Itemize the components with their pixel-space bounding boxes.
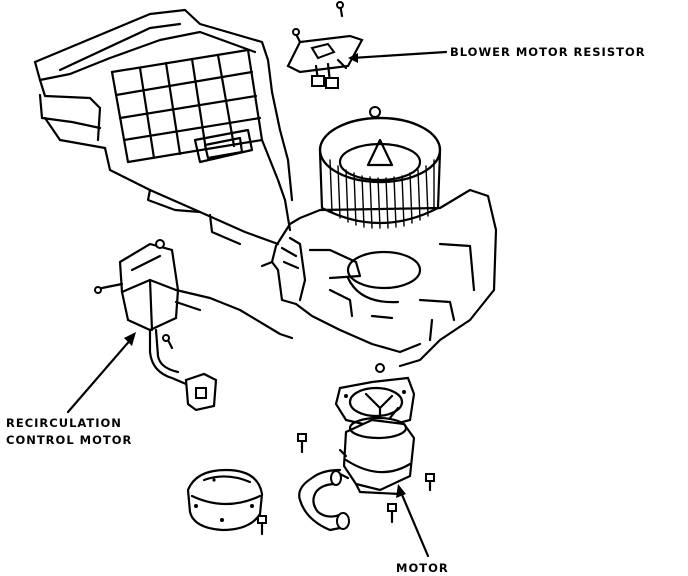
cooling-hose xyxy=(298,468,350,532)
label-control-motor: CONTROL MOTOR xyxy=(6,433,132,447)
label-blower-motor-resistor: BLOWER MOTOR RESISTOR xyxy=(450,45,646,59)
blower-resistor-leader xyxy=(350,50,448,60)
motor-mount-plate xyxy=(334,363,416,430)
recirculation-leader xyxy=(66,336,134,414)
motor-leader xyxy=(398,488,430,558)
recirculation-control-motor xyxy=(94,239,294,412)
label-recirculation: RECIRCULATION xyxy=(6,416,122,430)
blower-fan-wheel xyxy=(318,106,442,229)
heater-grid xyxy=(110,48,264,164)
motor-arrowhead xyxy=(396,484,406,498)
label-motor: MOTOR xyxy=(396,561,449,575)
blower-case xyxy=(260,188,498,368)
blower-resistor-arrowhead xyxy=(348,53,358,63)
motor-cover xyxy=(186,468,264,532)
heater-housing xyxy=(33,8,294,246)
blower-motor xyxy=(338,406,416,496)
motor-screws xyxy=(257,433,435,536)
blower-motor-resistor xyxy=(286,1,364,89)
recirculation-arrowhead xyxy=(124,332,136,346)
